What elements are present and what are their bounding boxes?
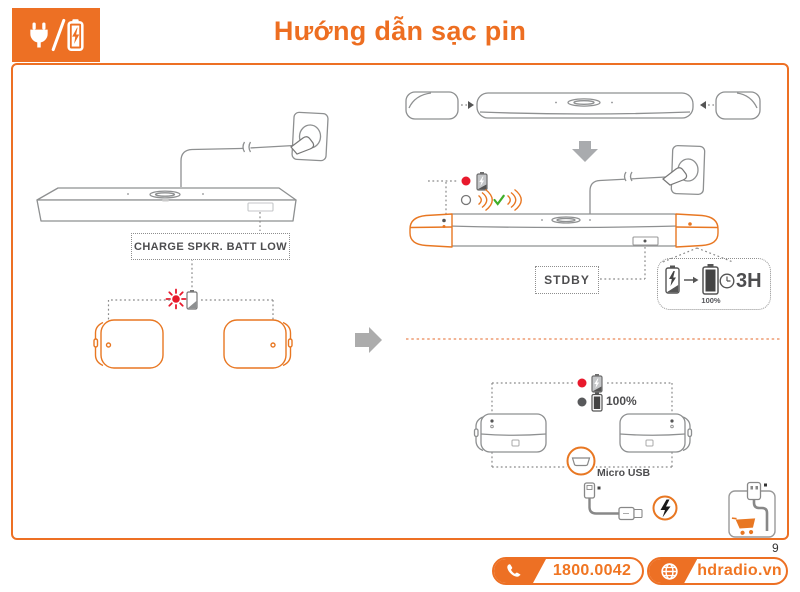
charge-info-icons — [665, 264, 735, 295]
separator-slash — [51, 18, 66, 52]
red-led-blink-icon — [165, 288, 187, 310]
battery-full-icon — [702, 264, 719, 295]
charging-speaker-right — [619, 413, 693, 453]
lightning-badge-icon — [652, 495, 678, 521]
clock-icon — [719, 273, 735, 289]
soundbar-left — [36, 187, 297, 222]
soundbar-end-piece-right — [715, 91, 761, 120]
attach-arrow-right — [700, 101, 714, 109]
website-badge[interactable]: hdradio.vn — [647, 557, 788, 585]
micro-usb-port-icon — [566, 446, 596, 476]
attach-arrow-left — [461, 101, 474, 109]
battery-charging-icon — [476, 172, 488, 191]
soundbar-end-piece-left — [405, 91, 459, 120]
phone-icon-segment — [494, 559, 546, 583]
soundbar-assembled — [409, 213, 719, 248]
charge-time-box — [657, 258, 771, 310]
power-plug-icon — [30, 22, 48, 48]
speaker-cap-left — [409, 213, 453, 248]
red-led-icon-bottom — [577, 378, 587, 388]
detached-speaker-right — [223, 319, 293, 369]
charge-spkr-batt-low-label: CHARGE SPKR. BATT LOW — [131, 233, 290, 260]
bottom-connectors — [491, 382, 673, 468]
hotline-badge[interactable]: 1800.0042 — [492, 557, 644, 585]
battery-full-percent: 100% — [701, 296, 721, 305]
sound-wave-icon-left — [478, 188, 493, 212]
battery-low-icon — [186, 290, 198, 310]
charge-duration-label: 3H — [736, 270, 762, 292]
next-step-arrow — [355, 327, 382, 353]
usb-cable-icon — [583, 482, 643, 521]
detached-speaker-left — [93, 319, 164, 369]
status-indicators — [428, 172, 522, 218]
power-cable-left — [180, 136, 315, 187]
charging-speaker-left — [473, 413, 547, 453]
white-led-icon — [460, 194, 472, 206]
micro-usb-label: Micro USB — [597, 467, 651, 479]
hotline-number: 1800.0042 — [552, 562, 632, 579]
battery-full-percent-bottom: 100% — [606, 394, 637, 408]
globe-icon — [660, 562, 679, 581]
usb-adapter-cart-icon — [728, 481, 776, 538]
white-led-solid-icon — [577, 397, 587, 407]
battery-full-icon-bottom — [591, 392, 603, 412]
page-border — [11, 63, 789, 540]
bottom-indicators — [575, 372, 607, 412]
speaker-cap-right — [675, 213, 719, 248]
charging-battery-icon — [67, 19, 84, 51]
battery-charging-icon-bottom — [591, 374, 603, 393]
green-check-icon — [493, 194, 505, 206]
red-led-icon — [461, 176, 471, 186]
page-title: Hướng dẫn sạc pin — [273, 16, 527, 46]
page-number: 9 — [772, 541, 779, 555]
globe-icon-segment — [649, 559, 697, 583]
down-arrow — [572, 141, 598, 162]
power-cable-right — [589, 167, 688, 214]
battery-charging-big-icon — [665, 265, 680, 294]
sound-wave-icon-right — [507, 188, 522, 212]
phone-icon — [505, 562, 523, 580]
shopping-cart-icon — [731, 517, 756, 535]
header-icon-box — [12, 8, 100, 62]
stdby-label: STDBY — [535, 266, 599, 294]
arrow-right-small — [684, 276, 699, 284]
website-url: hdradio.vn — [697, 562, 782, 579]
soundbar-main-body — [476, 92, 694, 119]
